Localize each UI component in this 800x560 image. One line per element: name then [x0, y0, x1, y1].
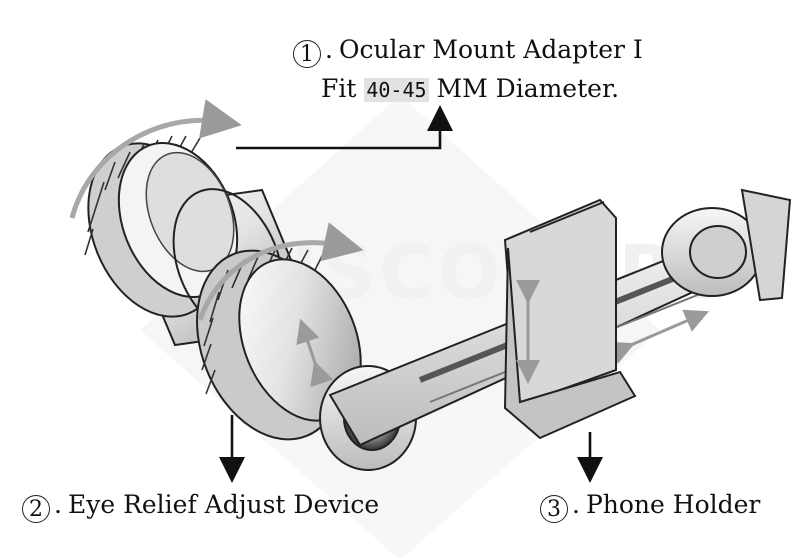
- number-dot: .: [54, 490, 62, 519]
- number-dot: .: [325, 35, 333, 64]
- label-eye-relief: 2.Eye Relief Adjust Device: [22, 492, 379, 523]
- label-phone-holder: 3.Phone Holder: [540, 492, 760, 523]
- fit-range: 40-45: [364, 78, 428, 102]
- label-title-mount: Ocular Mount Adapter I: [339, 35, 643, 64]
- label-title-relief: Eye Relief Adjust Device: [68, 490, 379, 519]
- label-fit-diameter: Fit 40-45 MM Diameter.: [321, 76, 619, 101]
- fit-suffix: MM Diameter.: [437, 74, 620, 103]
- label-title-holder: Phone Holder: [586, 490, 760, 519]
- label-ocular-mount: 1.Ocular Mount Adapter I: [293, 37, 643, 68]
- label-number-3: 3: [540, 495, 568, 523]
- fit-prefix: Fit: [321, 74, 356, 103]
- label-number-2: 2: [22, 495, 50, 523]
- number-dot: .: [572, 490, 580, 519]
- label-number-1: 1: [293, 40, 321, 68]
